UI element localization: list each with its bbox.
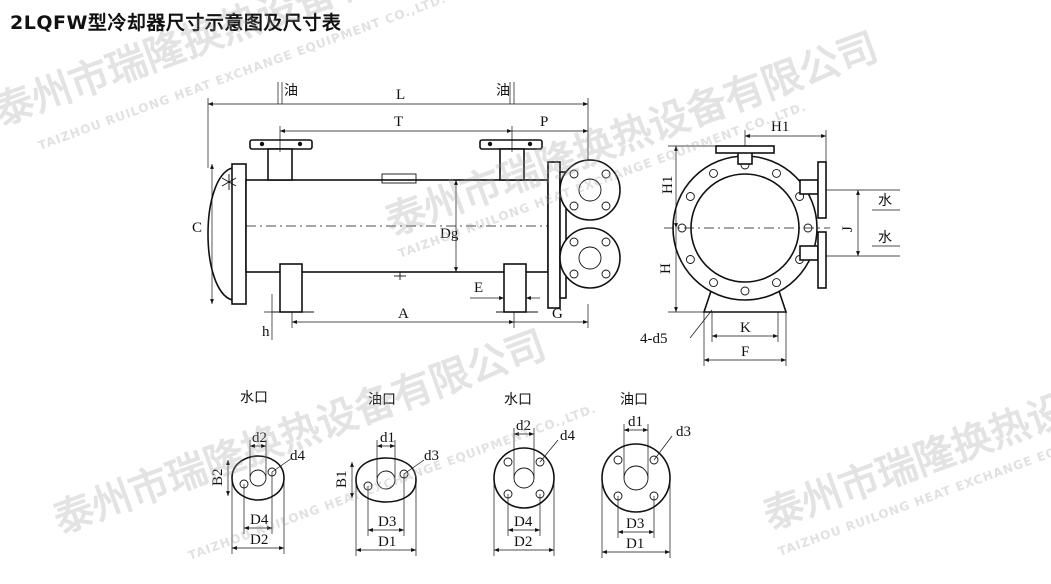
svg-text:油口: 油口 [368,392,396,408]
svg-text:D2: D2 [250,532,268,548]
dim-P: P [540,114,548,130]
dim-H1-top: H1 [771,119,789,135]
bolt-hole [772,278,781,288]
dim-F: F [741,344,749,360]
svg-text:D4: D4 [514,514,533,530]
svg-text:d3: d3 [424,448,439,464]
front-view: 油 油 L T P C Dg A G E h [192,82,621,340]
water-nozzle-bottom [817,231,827,289]
svg-text:D1: D1 [378,534,396,550]
bolt-hole [772,168,781,178]
dim-A: A [398,306,409,322]
svg-text:d2: d2 [516,418,531,434]
water-label-bottom: 水 [878,230,892,246]
holes-label: 4-d5 [640,331,668,347]
dim-C: C [192,220,202,236]
svg-text:d4: d4 [560,428,576,444]
dim-L: L [396,87,405,103]
bolt-hole [685,192,695,201]
svg-text:D3: D3 [626,516,644,532]
side-dimensions [664,130,900,366]
svg-text:d1: d1 [380,430,395,446]
bolt-hole [740,286,750,296]
svg-text:D1: D1 [626,536,644,552]
port-detail-water-oval: 水口 d2 d4 B2 D4 D2 [210,390,306,554]
water-nozzle-top [817,161,827,219]
svg-text:D3: D3 [378,514,396,530]
end-port-upper [559,159,621,221]
dim-K: K [740,320,751,336]
end-port-lower [559,227,621,289]
svg-text:D2: D2 [514,534,532,550]
svg-text:B2: B2 [210,468,226,486]
right-cover [559,171,567,299]
svg-text:水口: 水口 [504,392,532,408]
svg-text:B1: B1 [334,470,350,488]
port-detail-oil-round: 油口 d1 d3 D3 D1 [601,392,691,558]
oil-nozzle-left [249,139,313,181]
svg-text:d4: d4 [290,448,306,464]
dim-J: J [840,226,856,232]
bolt-hole [685,255,695,264]
side-top-nozzle [715,145,775,154]
oil-label-right: 油 [496,83,510,99]
svg-text:d3: d3 [676,424,691,440]
svg-text:d1: d1 [628,414,643,430]
shell-tag [381,173,417,184]
bolt-hole [709,168,718,178]
shell-body [245,179,549,273]
front-dimensions [207,82,589,340]
bolt-hole [709,278,718,288]
svg-text:d2: d2 [252,430,267,446]
dim-T: T [394,114,403,130]
left-head-dome [207,167,233,301]
oil-label-left: 油 [284,83,298,99]
port-detail-oil-oval: 油口 d1 d3 B1 D3 D1 [334,392,439,556]
dim-h: h [262,324,270,340]
dim-H1-side: H1 [660,176,676,194]
support-right [503,263,527,313]
page-title: 2LQFW型冷却器尺寸示意图及尺寸表 [10,12,342,34]
support-left [279,263,303,313]
dim-H: H [658,263,674,274]
side-view: H1 H1 H J K F 4-d5 水 水 [640,119,900,366]
svg-text:D4: D4 [250,512,269,528]
svg-text:水口: 水口 [240,390,268,406]
port-detail-water-round: 水口 d2 d4 D4 D2 [493,392,576,556]
svg-text:油口: 油口 [620,392,648,408]
dim-G: G [552,306,563,322]
water-label-top: 水 [878,193,892,209]
dim-E: E [474,280,483,296]
dim-Dg: Dg [440,226,459,242]
